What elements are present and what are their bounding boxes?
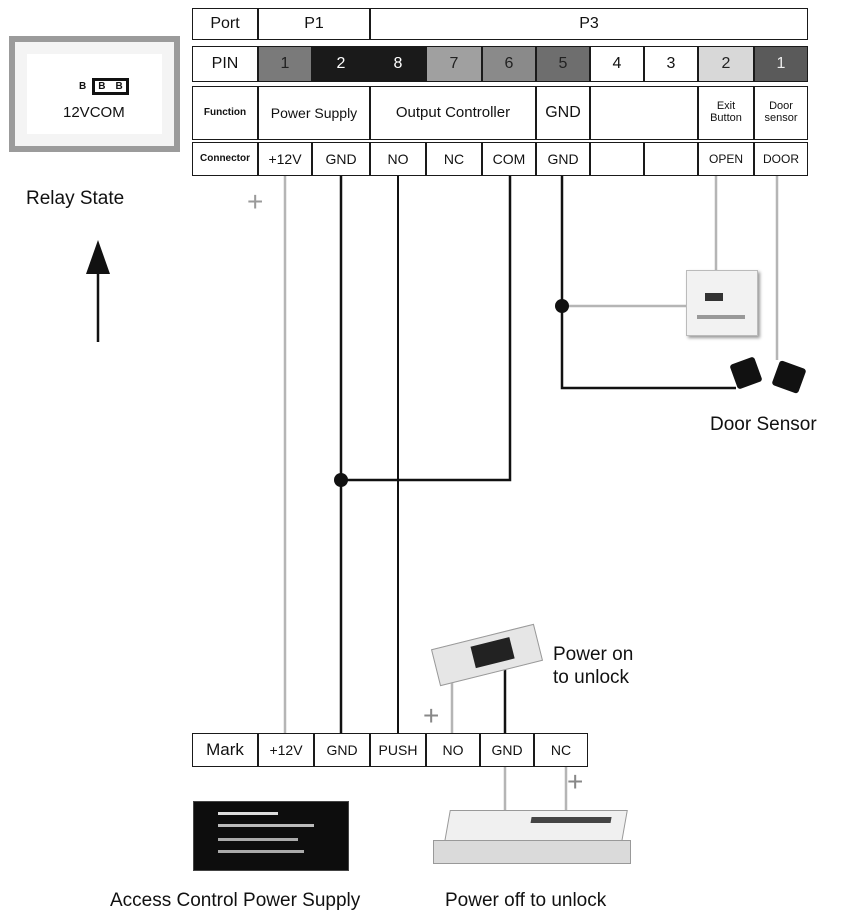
relay-pin-left: B: [79, 81, 87, 92]
up-arrow-icon: [86, 240, 110, 342]
relay-pin-right: B: [115, 81, 123, 92]
door-sensor-line1: Door: [769, 100, 793, 113]
pin-p3-8: 8: [370, 46, 426, 82]
mark-cell-mark: Mark: [192, 733, 258, 767]
pin-p3-1: 1: [754, 46, 808, 82]
door-sensor-line2: sensor: [764, 112, 798, 124]
power-on-label: Power on to unlock: [553, 644, 633, 690]
relay-state-caption: Relay State: [26, 188, 125, 209]
mark-cell-lock-gnd: GND: [480, 733, 534, 767]
pin-p3-5: 5: [536, 46, 590, 82]
pin-p3-3: 3: [644, 46, 698, 82]
exit-button-key-icon: [705, 293, 723, 301]
junction-com-gnd: [334, 473, 348, 487]
exit-button-device: [686, 270, 758, 336]
connector-p1-2: GND: [312, 142, 370, 176]
relay-state-panel: B B B 12VCOM: [27, 54, 162, 134]
function-gnd: GND: [536, 86, 590, 140]
exit-button-line1: Exit: [716, 100, 736, 113]
mark-cell-no: NO: [426, 733, 480, 767]
lock-power-off-bolt: [530, 817, 612, 823]
power-on-line1: Power on: [553, 644, 634, 665]
row-label-connector: Connector: [192, 142, 258, 176]
power-supply-text-line: [218, 812, 278, 815]
pin-p3-4: 4: [590, 46, 644, 82]
port-p1: P1: [258, 8, 370, 40]
function-door-sensor: Door sensor: [754, 86, 808, 140]
lock-power-off-plate: [433, 840, 631, 864]
connector-p3-3: [644, 142, 698, 176]
junction-gnd: [555, 299, 569, 313]
connector-p1-1: +12V: [258, 142, 312, 176]
connector-p3-8: NO: [370, 142, 426, 176]
row-label-port: Port: [192, 8, 258, 40]
mark-cell-nc: NC: [534, 733, 588, 767]
relay-pin-mid: B: [98, 81, 106, 92]
function-output-controller: Output Controller: [370, 86, 536, 140]
door-sensor-label: Door Sensor: [710, 414, 817, 435]
plus-sign-12v: +: [247, 186, 264, 217]
function-power-supply: Power Supply: [258, 86, 370, 140]
exit-button-stripe: [697, 315, 745, 319]
port-p3: P3: [370, 8, 808, 40]
connector-p3-6: COM: [482, 142, 536, 176]
pin-p1-1: 1: [258, 46, 312, 82]
connector-p3-4: [590, 142, 644, 176]
pin-p3-2: 2: [698, 46, 754, 82]
pin-p3-6: 6: [482, 46, 536, 82]
mark-cell-push: PUSH: [370, 733, 426, 767]
function-exit-button: Exit Button: [698, 86, 754, 140]
mark-cell-gnd: GND: [314, 733, 370, 767]
wire-com: [341, 176, 512, 482]
row-label-function: Function: [192, 86, 258, 140]
function-empty: [590, 86, 698, 140]
relay-pin-frame: B B: [92, 78, 129, 95]
relay-state-widget: B B B 12VCOM: [9, 36, 180, 152]
lock-power-on-body: [470, 637, 515, 669]
power-supply-text-line: [218, 838, 298, 841]
relay-pins: B B B: [79, 78, 129, 95]
access-power-supply-label: Access Control Power Supply: [110, 890, 361, 911]
power-supply-text-line: [218, 850, 304, 853]
plus-sign-lock-on: +: [423, 700, 440, 731]
lock-power-off-device: [433, 806, 633, 868]
lock-power-off-body: [444, 810, 628, 842]
pin-p1-2: 2: [312, 46, 370, 82]
mark-cell-12v: +12V: [258, 733, 314, 767]
plus-sign-lock-off: +: [567, 766, 584, 797]
connector-p3-1: DOOR: [754, 142, 808, 176]
connector-p3-7: NC: [426, 142, 482, 176]
relay-label: 12VCOM: [63, 104, 125, 121]
connector-p3-5: GND: [536, 142, 590, 176]
power-on-line2: to unlock: [553, 666, 630, 688]
power-supply-text-line: [218, 824, 314, 827]
access-power-supply-device: [193, 801, 349, 871]
pin-p3-7: 7: [426, 46, 482, 82]
connector-p3-2: OPEN: [698, 142, 754, 176]
exit-button-line2: Button: [710, 112, 742, 124]
row-label-pin: PIN: [192, 46, 258, 82]
power-off-label: Power off to unlock: [445, 890, 607, 911]
wire-gnd-p3: [560, 176, 736, 390]
